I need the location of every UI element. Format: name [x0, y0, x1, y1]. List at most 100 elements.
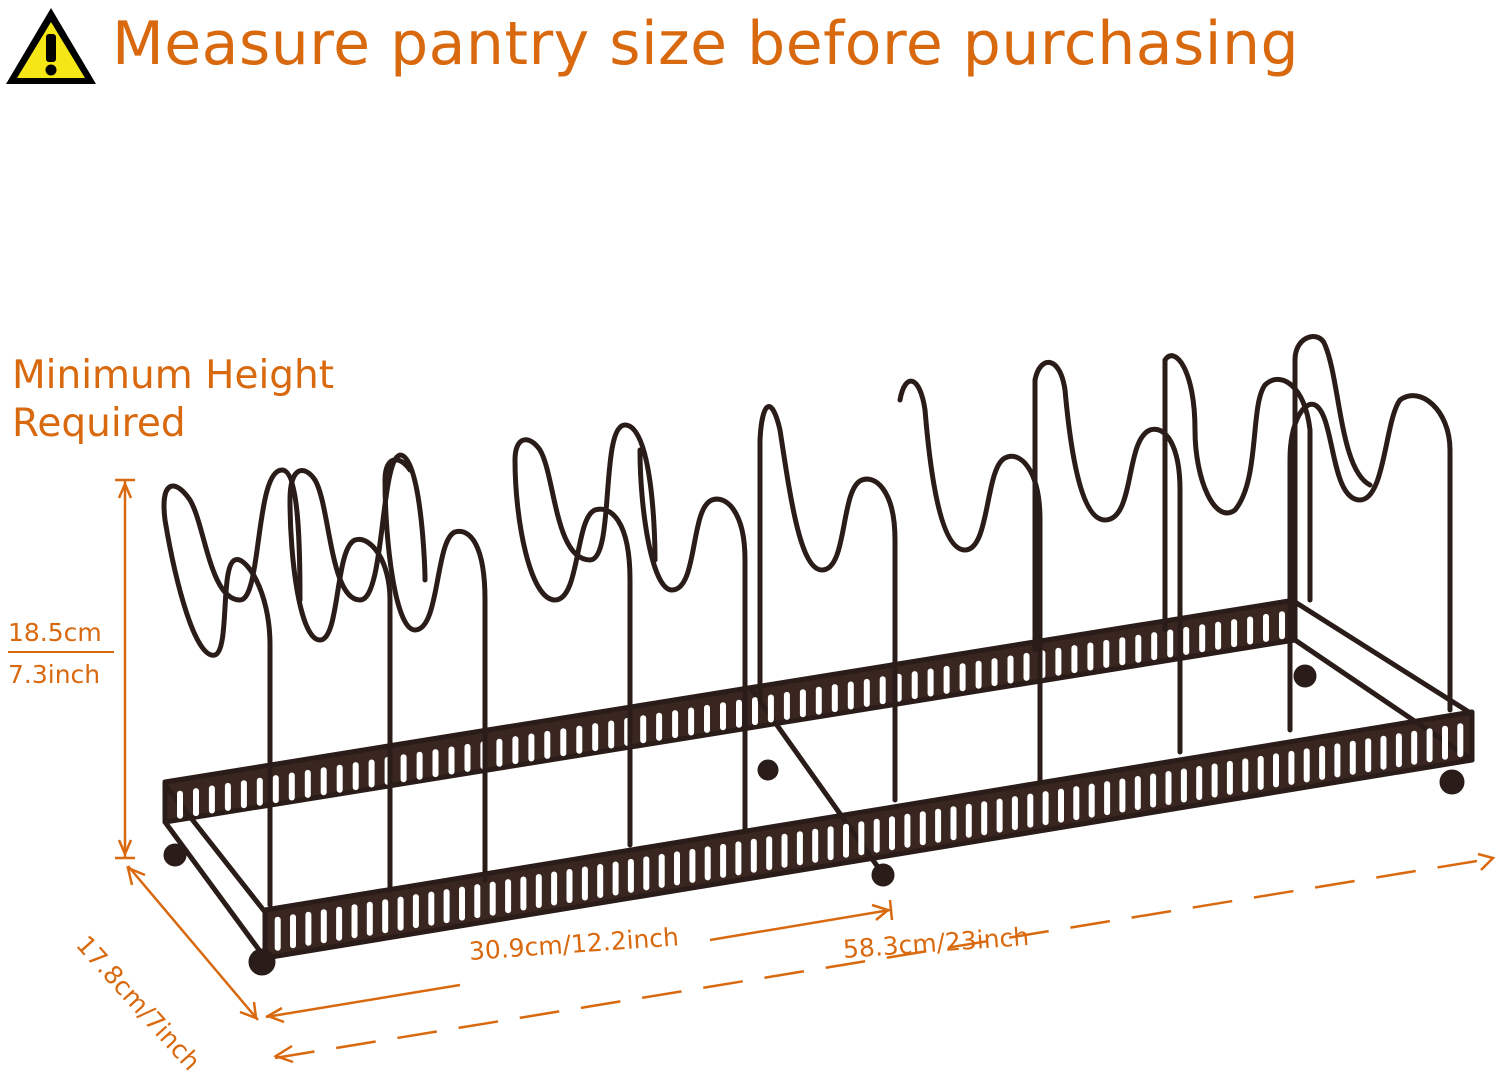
divider-wire — [757, 404, 898, 803]
rail-slot — [177, 790, 183, 819]
rail-slot — [581, 866, 588, 901]
rail-slot — [400, 754, 407, 783]
depth-dimension-line — [127, 865, 259, 1021]
rail-slot — [736, 699, 742, 728]
rail-slot — [704, 846, 711, 881]
rail-slot — [290, 914, 296, 949]
rail-slot — [767, 694, 774, 723]
rail-slot — [560, 728, 567, 757]
rail-slot — [1027, 793, 1034, 828]
warning-triangle-icon — [6, 8, 96, 84]
rail-slot — [1071, 645, 1078, 674]
rail-slot — [305, 911, 312, 946]
rail-slot — [1183, 626, 1190, 655]
rail-slot — [847, 681, 854, 710]
rail-slot — [1134, 776, 1141, 810]
rail-slot — [1442, 725, 1448, 760]
rail-slot — [1165, 771, 1172, 805]
rail-slot — [535, 874, 542, 908]
rail-slot — [1023, 652, 1030, 681]
height-inch-label: 7.3inch — [8, 660, 101, 689]
rail-slot — [720, 843, 727, 878]
rail-slot — [336, 764, 343, 793]
rail-slot — [996, 798, 1003, 833]
pot-lid-rack — [161, 334, 1475, 976]
rail-slot — [796, 831, 803, 866]
rail-slot — [608, 720, 615, 749]
minimum-height-line-1: Minimum Height — [12, 353, 335, 398]
rail-slot — [1279, 611, 1285, 640]
rail-slot — [566, 869, 573, 903]
rail-slot — [1011, 796, 1018, 831]
rail-slot — [272, 775, 279, 804]
rail-slot — [904, 813, 911, 848]
rack-front-slots — [274, 723, 1464, 951]
rail-slot — [1088, 783, 1095, 818]
rail-slot — [1007, 655, 1014, 684]
rail-slot — [1247, 616, 1254, 645]
rail-slot — [489, 881, 496, 916]
rail-slot — [674, 851, 680, 886]
rail-slot — [428, 891, 435, 926]
rail-slot — [1055, 647, 1062, 676]
divider-wire — [897, 378, 1043, 783]
rail-slot — [766, 836, 773, 871]
rail-slot — [474, 884, 481, 919]
rack-foot — [757, 759, 779, 781]
rail-slot — [368, 759, 375, 788]
rail-slot — [397, 896, 404, 931]
rail-slot — [320, 909, 327, 944]
rail-slot — [366, 901, 373, 936]
rail-slot — [505, 879, 512, 914]
rail-slot — [1273, 753, 1279, 788]
rail-slot — [981, 801, 988, 836]
collapsed-width-dimension-line — [265, 983, 461, 1019]
rail-slot — [320, 767, 327, 796]
rail-slot — [1150, 773, 1157, 808]
rail-slot — [612, 861, 619, 896]
rail-slot — [799, 689, 806, 718]
rail-slot — [858, 821, 865, 856]
rail-slot — [1365, 738, 1372, 773]
rail-slot — [927, 668, 934, 697]
rail-slot — [1199, 624, 1206, 653]
rail-slot — [1058, 788, 1064, 823]
rail-slot — [1135, 634, 1142, 663]
rail-slot — [520, 876, 527, 911]
minimum-height-line-2: Required — [12, 401, 186, 446]
rail-slot — [812, 828, 819, 863]
rack-right-side-top — [1292, 599, 1475, 717]
rail-slot — [240, 780, 247, 809]
rail-slot — [336, 906, 343, 941]
rail-slot — [863, 678, 870, 707]
rail-slot — [1263, 613, 1269, 642]
headline-text: Measure pantry size before purchasing — [112, 9, 1300, 79]
rail-slot — [1103, 639, 1110, 668]
rail-slot — [551, 871, 558, 906]
rail-slot — [448, 746, 455, 775]
rail-slot — [688, 707, 695, 736]
headline: Measure pantry size before purchasing — [0, 0, 1500, 120]
rail-slot — [1349, 740, 1356, 775]
rail-slot — [827, 826, 834, 861]
rack-back-slots — [177, 611, 1285, 819]
rail-slot — [256, 777, 263, 806]
rail-slot — [1087, 642, 1094, 671]
rail-slot — [783, 691, 790, 720]
rail-slot — [1395, 733, 1402, 768]
rail-slot — [658, 853, 665, 888]
extended-width-dimension-line — [274, 856, 1496, 1060]
rail-slot — [1411, 730, 1418, 765]
divider-wire — [1287, 393, 1453, 733]
rail-slot — [640, 715, 647, 744]
rail-slot — [889, 816, 895, 851]
rail-slot — [1380, 735, 1387, 770]
divider-wire — [161, 467, 303, 908]
rail-slot — [459, 886, 465, 921]
rail-slot — [831, 684, 838, 713]
rail-slot — [689, 848, 696, 883]
rail-slot — [965, 803, 972, 838]
rail-slot — [735, 841, 742, 876]
rail-slot — [416, 751, 423, 780]
